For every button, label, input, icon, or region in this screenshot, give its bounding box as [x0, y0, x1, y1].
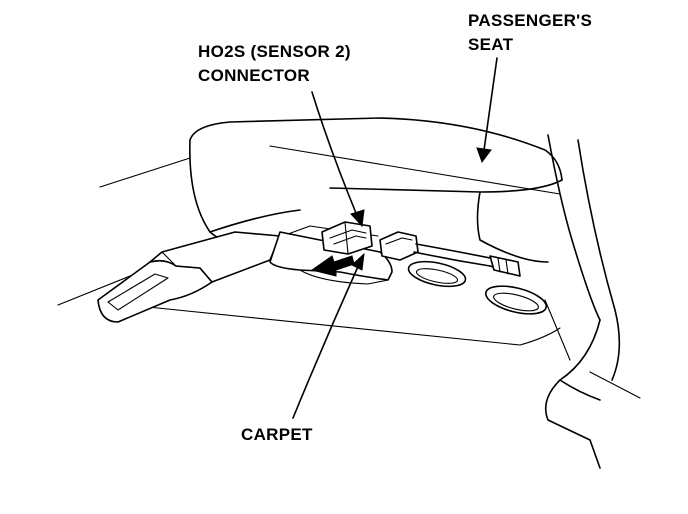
carpet-label: CARPET: [241, 425, 313, 444]
wire-harness: [489, 255, 521, 277]
leader-lines: [292, 57, 498, 419]
floor-holes: [407, 260, 548, 315]
ho2s-connector-label-line1: HO2S (SENSOR 2): [198, 42, 351, 61]
direction-arrow: [310, 255, 355, 277]
floor-outline: [57, 145, 641, 399]
ho2s-connector-label: HO2S (SENSOR 2) CONNECTOR: [198, 40, 351, 88]
seat-rail: [97, 231, 281, 323]
ho2s-connector-label-line2: CONNECTOR: [198, 66, 310, 85]
passenger-seat-label: PASSENGER'S SEAT: [468, 9, 592, 57]
passenger-seat-label-line1: PASSENGER'S: [468, 11, 593, 30]
ho2s-connector: [321, 221, 513, 273]
passenger-seat: [189, 117, 621, 469]
passenger-seat-label-line2: SEAT: [468, 35, 514, 54]
